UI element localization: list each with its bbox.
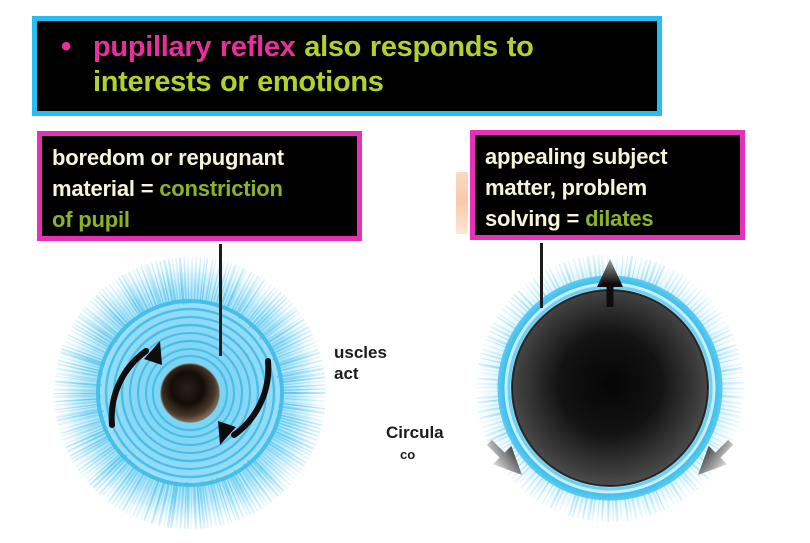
eye-diagram-constricted (40, 243, 340, 543)
callout-left-line2: material = (52, 176, 159, 201)
callout-dilation-body: appealing subject matter, problem solvin… (475, 135, 740, 234)
callout-left-line2-highlight: constriction (159, 176, 283, 201)
figure-caption-line4: co (386, 444, 466, 466)
pointer-line-left (219, 244, 222, 356)
figure-caption-line3: Circula (386, 423, 444, 442)
callout-constriction-body: boredom or repugnant material = constric… (42, 136, 357, 235)
figure-caption-radial: uscles act (334, 342, 464, 384)
figure-caption-line1: uscles (334, 343, 387, 362)
callout-left-line3: of pupil (52, 207, 130, 232)
bullet-icon: • (55, 30, 93, 64)
banner-text-pink: pupillary reflex (93, 31, 304, 63)
figure-caption-circular: Circula co (386, 422, 466, 466)
callout-right-line1: appealing subject (485, 144, 667, 169)
eye-diagram-dilated (465, 243, 755, 533)
peach-artifact-bar (456, 172, 468, 234)
pointer-line-right (540, 243, 543, 308)
title-banner: • pupillary reflex also responds to inte… (32, 16, 662, 116)
callout-right-line3: solving = (485, 206, 585, 231)
callout-right-line2: matter, problem (485, 175, 647, 200)
callout-dilation: appealing subject matter, problem solvin… (470, 130, 745, 240)
callout-left-line1: boredom or repugnant (52, 145, 284, 170)
title-banner-inner: • pupillary reflex also responds to inte… (37, 21, 657, 111)
figure-caption-line2: act (334, 364, 359, 383)
callout-right-line3-highlight: dilates (585, 206, 653, 231)
banner-text: pupillary reflex also responds to intere… (93, 30, 647, 100)
callout-constriction: boredom or repugnant material = constric… (37, 131, 362, 241)
